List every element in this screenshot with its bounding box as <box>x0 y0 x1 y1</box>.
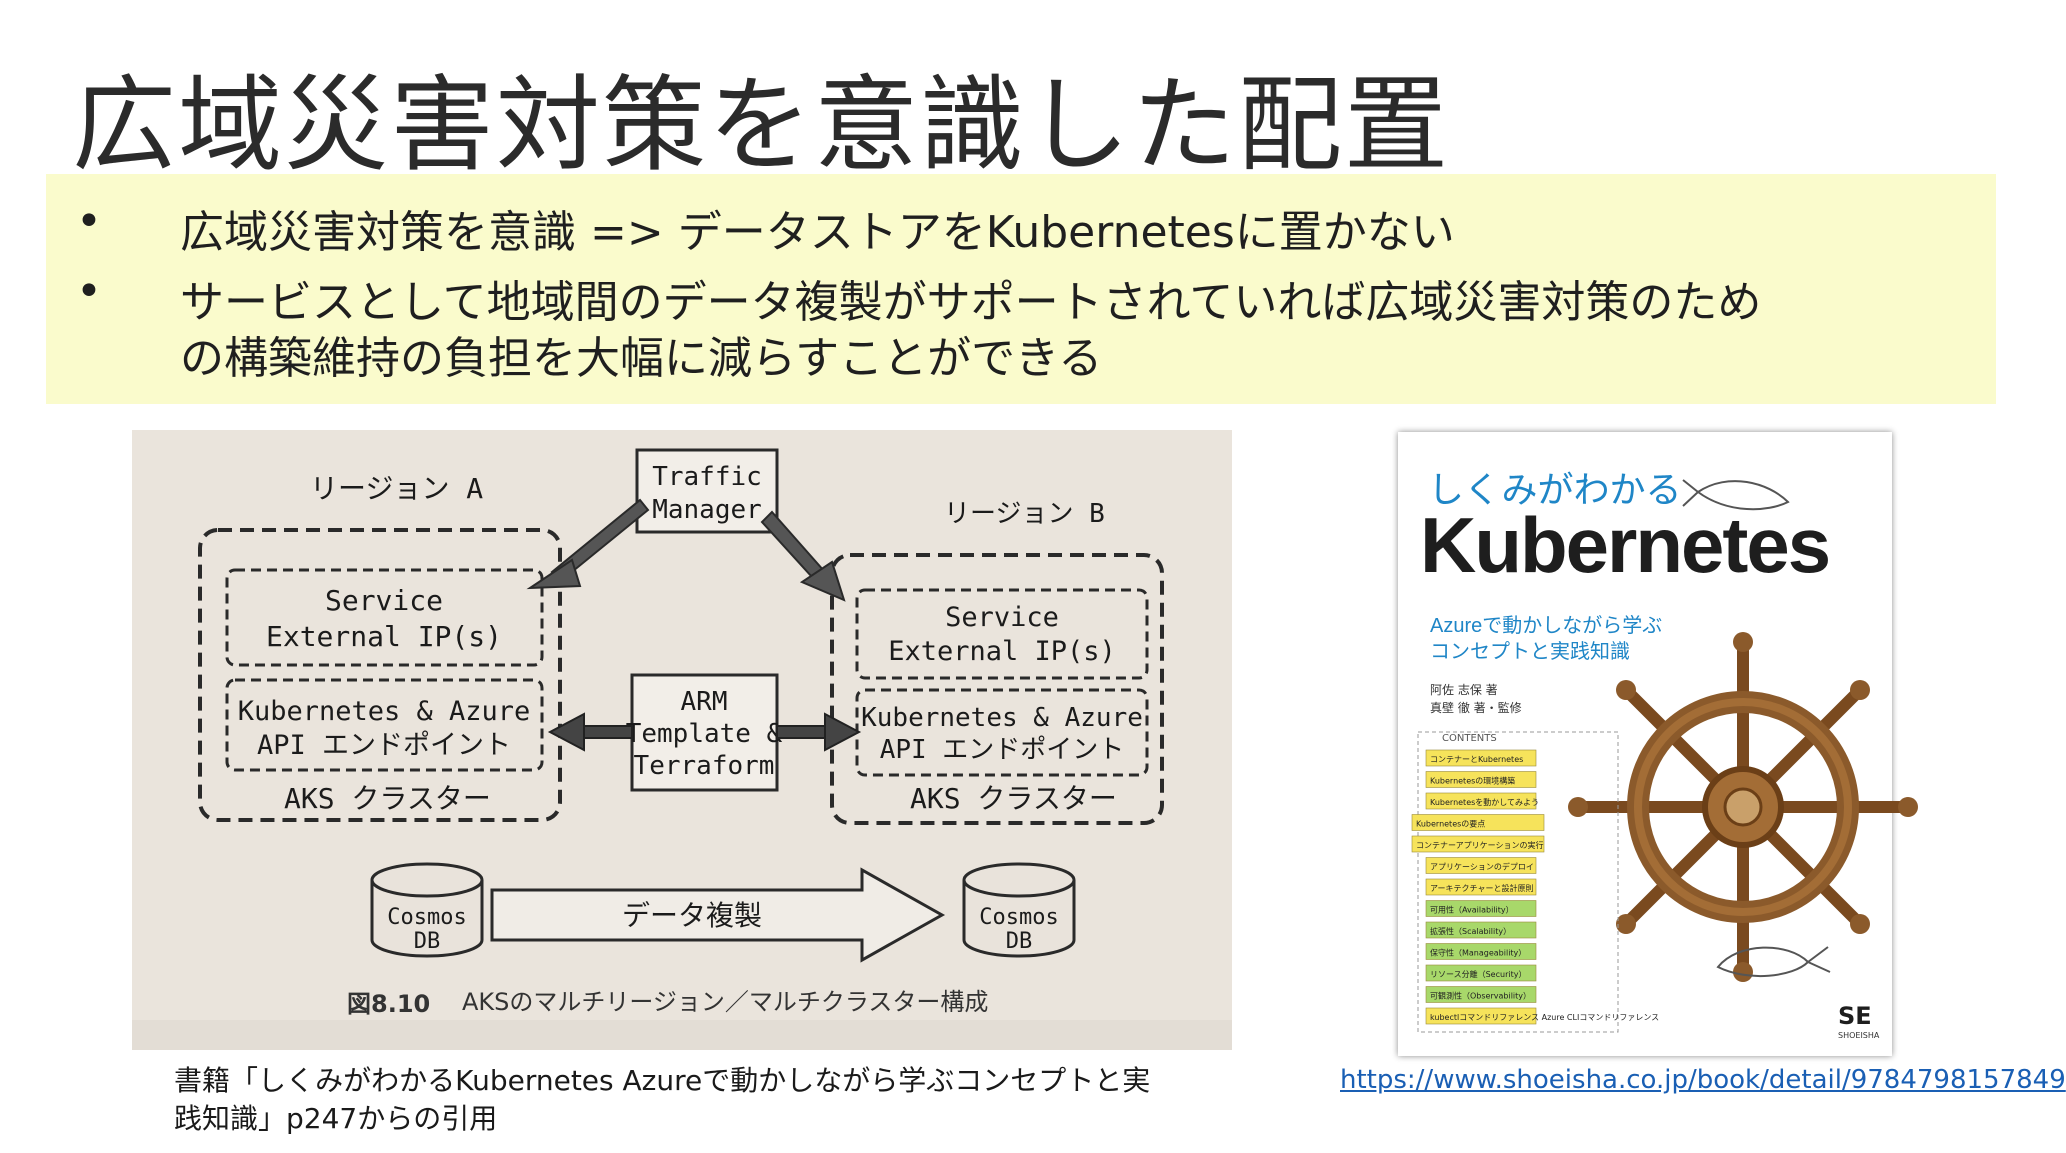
service-label: Service <box>325 584 443 617</box>
aks-cluster-label: AKS クラスター <box>910 782 1117 815</box>
bullet-text: サービスとして地域間のデータ複製がサポートされていれば広域災害対策のため <box>180 277 1762 328</box>
region-b-label: リージョン B <box>944 499 1105 529</box>
book-author-1: 阿佐 志保 著 <box>1430 683 1498 697</box>
bullet-box: • 広域災害対策を意識 => データストアをKubernetesに置かない • … <box>46 174 1996 404</box>
contents-item-label: アーキテクチャーと設計原則 <box>1430 883 1533 893</box>
book-url-link[interactable]: https://www.shoeisha.co.jp/book/detail/9… <box>1340 1065 2066 1095</box>
contents-item-box <box>1425 771 1537 788</box>
contents-label: CONTENTS <box>1442 733 1497 744</box>
slide-title: 広域災害対策を意識した配置 <box>72 64 1451 186</box>
contents-item-box <box>1425 964 1537 982</box>
contents-item-box <box>1425 749 1537 767</box>
service-label: Service <box>945 602 1059 633</box>
contents-item-box <box>1411 814 1545 831</box>
contents-item-box <box>1411 835 1545 853</box>
cosmos-db-b <box>962 862 1076 958</box>
ship-wheel-image <box>1568 632 1918 982</box>
manager-label: Manager <box>652 495 762 525</box>
region-a-api-box <box>225 678 544 772</box>
arm-box <box>630 673 779 792</box>
contents-item-box <box>1425 1007 1537 1025</box>
book-author-2: 真壁 徹 著・監修 <box>1430 700 1522 715</box>
whale-doodle <box>1716 946 1831 977</box>
aks-cluster-label: AKS クラスター <box>284 782 491 815</box>
cosmos-db-a <box>370 862 484 958</box>
book-desc-line2: コンセプトと実践知識 <box>1430 640 1630 663</box>
book-cover: しくみがわかる Kubernetes Azureで動かしながら学ぶ コンセプトと… <box>1398 432 1918 1056</box>
contents-item-box <box>1425 921 1537 939</box>
book-cover-art: しくみがわかる Kubernetes Azureで動かしながら学ぶ コンセプトと… <box>1398 432 1918 1056</box>
contents-item-label: 可用性（Availability） <box>1430 905 1514 915</box>
contents-item-label: コンテナーアプリケーションの実行 <box>1416 840 1544 850</box>
replication-arrow <box>490 867 946 963</box>
traffic-label: Traffic <box>652 462 762 492</box>
region-b-service-box <box>855 588 1149 680</box>
contents-item-label: 保守性（Manageability） <box>1430 948 1526 958</box>
replication-label: データ複製 <box>622 899 762 932</box>
contents-item-label: 拡張性（Scalability） <box>1430 926 1511 936</box>
service-ip-label: External IP(s) <box>888 636 1116 667</box>
publisher-name: SHOEISHA <box>1838 1031 1880 1040</box>
bullet-text: の構築維持の負担を大幅に減らすことができる <box>180 333 1103 384</box>
contents-item-box <box>1425 943 1537 960</box>
region-a-service-box <box>225 568 544 667</box>
region-a-box <box>198 528 562 822</box>
book-desc-line1: Azureで動かしながら学ぶ <box>1430 614 1662 637</box>
api-endpoint-label: API エンドポイント <box>880 735 1125 765</box>
contents-item-label: kubectlコマンドリファレンス Azure CLIコマンドリファレンス <box>1430 1013 1659 1022</box>
db-label: DB <box>1006 929 1033 954</box>
figure-number: 図8.10 <box>347 990 430 1018</box>
book-title: Kubernetes <box>1420 501 1829 589</box>
contents-item-label: リソース分離（Security） <box>1430 969 1526 979</box>
arrow-arm-to-region-a <box>547 712 633 752</box>
arrow-to-region-a <box>526 498 650 590</box>
contents-item-box <box>1425 792 1537 810</box>
contents-item-box <box>1425 878 1537 896</box>
bullet-dot: • <box>76 196 102 247</box>
contents-item-label: 可観測性（Observability） <box>1430 991 1531 1001</box>
region-b-box <box>830 553 1164 825</box>
bullet-dot: • <box>76 266 102 317</box>
contents-item-box <box>1425 857 1537 874</box>
traffic-manager-box <box>635 448 779 534</box>
contents-item-box <box>1425 900 1537 917</box>
service-ip-label: External IP(s) <box>266 620 502 653</box>
arm-terraform-label: Terraform <box>634 751 775 781</box>
contents-item-label: コンテナーとKubernetes <box>1430 755 1523 764</box>
cosmos-label: Cosmos <box>387 905 466 930</box>
api-label: Kubernetes & Azure <box>238 696 531 727</box>
contents-item-box <box>1425 986 1537 1003</box>
contents-item-label: アプリケーションのデプロイ <box>1430 862 1534 872</box>
fish-doodle <box>1682 479 1790 511</box>
region-a-label: リージョン A <box>310 472 483 505</box>
multiregion-diagram: リージョン A Service External IP(s) Kubernete… <box>132 430 1232 1050</box>
contents-item-label: Kubernetesを動かしてみよう <box>1430 798 1539 807</box>
book-citation: 書籍「しくみがわかるKubernetes Azureで動かしながら学ぶコンセプト… <box>174 1064 1151 1135</box>
diagram-photo: リージョン A Service External IP(s) Kubernete… <box>132 430 1232 1050</box>
contents-item-label: Kubernetesの環境構築 <box>1430 776 1515 786</box>
bullet-text: 広域災害対策を意識 => データストアをKubernetesに置かない <box>180 207 1455 258</box>
cosmos-label: Cosmos <box>979 905 1058 930</box>
api-endpoint-label: API エンドポイント <box>257 730 511 761</box>
arm-template-label: Template & <box>626 719 783 749</box>
figure-caption: AKSのマルチリージョン／マルチクラスター構成 <box>462 988 988 1016</box>
api-label: Kubernetes & Azure <box>861 703 1143 733</box>
contents-frame <box>1417 731 1619 1033</box>
book-subtitle-top: しくみがわかる <box>1428 469 1681 510</box>
contents-item-label: Kubernetesの要点 <box>1416 820 1485 829</box>
arm-label: ARM <box>681 687 728 717</box>
publisher-logo: SE <box>1838 1002 1872 1030</box>
arrow-to-region-b <box>760 510 846 602</box>
arrow-arm-to-region-b <box>776 712 862 752</box>
db-label: DB <box>414 929 441 954</box>
